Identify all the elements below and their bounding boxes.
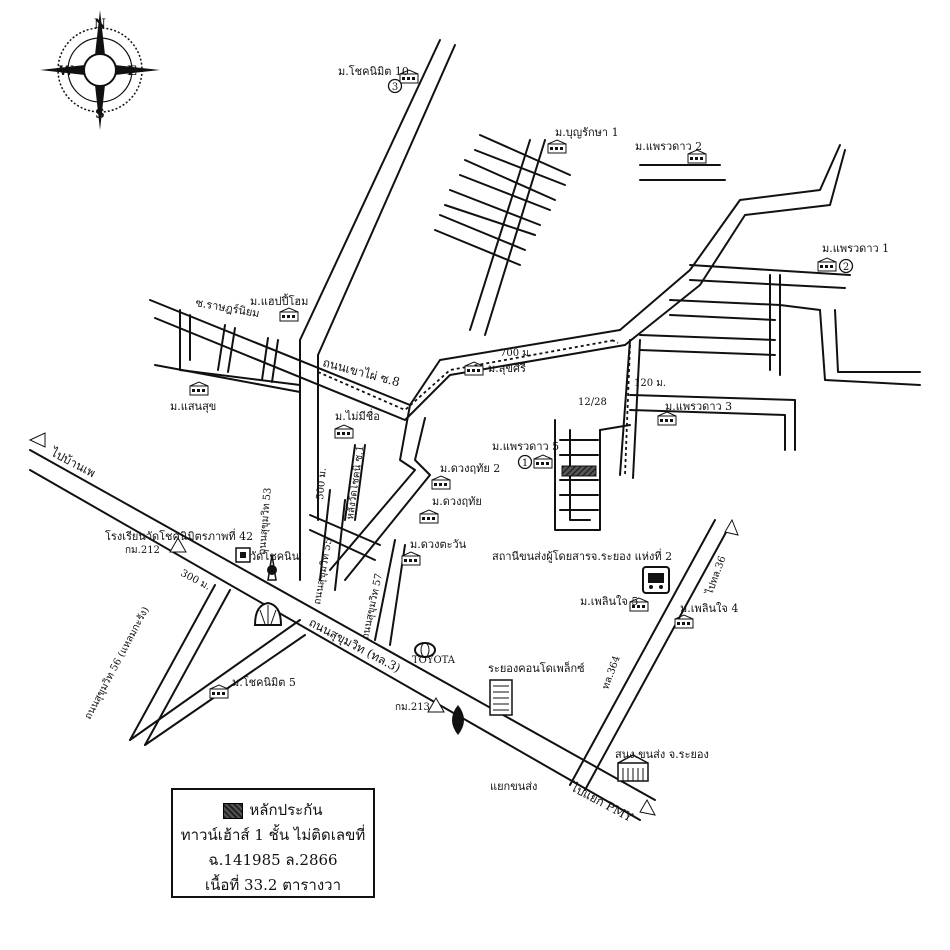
compass-s: S [95,107,104,122]
route-364 [569,519,731,791]
legend-line1: หลักประกัน [249,801,323,819]
label-school: โรงเรียนวัดโชคนิมิตรภาพที่ 42 [105,528,253,543]
label-boonrugsa1: ม.บุญรักษา 1 [555,126,619,139]
label-duangruetai: ม.ดวงฤทัย [432,495,482,508]
label-sukhumvit56: ถนนสุขุมวิท 56 (แหลมกะรัง) [83,605,152,721]
townhouse-block [554,419,631,531]
label-transport-office: สนง.ขนส่ง จ.ระยอง [615,748,709,761]
sukhumvit-main-road [29,449,656,821]
marker-2: 2 [843,262,849,273]
label-lang-wat: หลังวัดโชคนิ ซ.1 [343,444,366,520]
label-road-36: ไปทล.36 [703,554,728,597]
collateral-marker [561,465,597,477]
label-pleanjai4: ม.เพลินใจ 4 [680,602,738,615]
label-pleanjai5: ม.เพลินใจ 5 [580,595,638,608]
collateral-swatch-icon [223,803,244,819]
label-sukhumvit53: ถนนสุขุมวิท 53 [257,487,274,555]
label-duangruetai2: ม.ดวงฤทัย 2 [440,462,500,475]
label-km212: กม.212 [125,545,160,556]
legend-title-row: หลักประกัน [173,798,373,822]
route-path [317,339,631,476]
marker-1: 1 [522,458,528,469]
compass: N S E W [40,10,160,130]
compass-n: N [94,17,106,32]
label-suksiri: ม.สุขศิรี [488,362,526,375]
label-road-364: ทล.364 [600,654,622,691]
label-km213: กม.213 [395,702,430,713]
ptt-icon [452,705,464,735]
compass-w: W [58,64,74,79]
label-toyota: TOYOTA [412,655,456,666]
label-lot-12-28: 12/28 [578,397,607,408]
numbered-markers: 3 2 1 [387,78,854,470]
legend-line2: ทาวน์เฮ้าส์ 1 ชั้น ไม่ติดเลขที่ [180,826,366,844]
label-chokniminit10: ม.โชคนิมิต 10 [338,64,409,78]
label-to-pmy: ไปแยก PMY [568,780,636,825]
label-saensuk: ม.แสนสุข [170,400,216,413]
label-rayong-condo: ระยองคอนโดเพล็กซ์ [488,661,585,675]
label-dist-500: 500 ม. [315,467,329,500]
label-dist-120: 120 ม. [634,378,666,389]
left-grid [154,309,301,393]
label-chokniminit5: ม.โชคนิมิต 5 [232,675,296,689]
compass-e: E [127,64,137,79]
north-road [299,39,456,581]
south-sois [309,444,406,646]
north-center-sois [434,134,571,336]
sukhumvit56-road [129,584,306,746]
km213-marker [427,696,445,713]
landmarks [169,536,670,782]
label-praewdao2: ม.แพรวดาว 2 [635,140,702,153]
marker-3: 3 [392,82,398,93]
label-praewdao5: ม.แพรวดาว 5 [492,440,559,453]
label-mainame: ม.ไม่มีชื่อ [335,408,380,423]
label-sukhumvit55: ถนนสุขุมวิท 55 [312,537,335,605]
legend-box: หลักประกัน ทาวน์เฮ้าส์ 1 ชั้น ไม่ติดเลขท… [171,788,375,898]
legend-line3: ฉ.141985 ล.2866 [208,851,338,869]
legend-line4: เนื้อที่ 33.2 ตารางวา [204,876,342,894]
label-wat-chokninim: วัดโชคนิน [250,549,300,563]
label-dist-700: 700 ม. [500,348,532,359]
direction-arrows [28,432,739,816]
label-happyhome: ม.แฮปปี้โฮม [250,293,308,308]
label-praewdao3: ม.แพรวดาว 3 [665,400,732,413]
label-duangtawan: ม.ดวงตะวัน [410,538,467,551]
label-praewdao1: ม.แพรวดาว 1 [822,242,889,255]
label-bus-station: สถานีขนส่งผู้โดยสารจ.ระยอง แห่งที่ 2 [492,548,672,563]
label-sukhumvit-main: ถนนสุขุมวิท (ทล.3) [306,615,403,676]
label-kaeng-khonsong: แยกขนส่ง [490,780,537,793]
km212-marker [169,536,187,553]
khaomai-road [149,144,846,581]
east-grid [619,164,921,479]
